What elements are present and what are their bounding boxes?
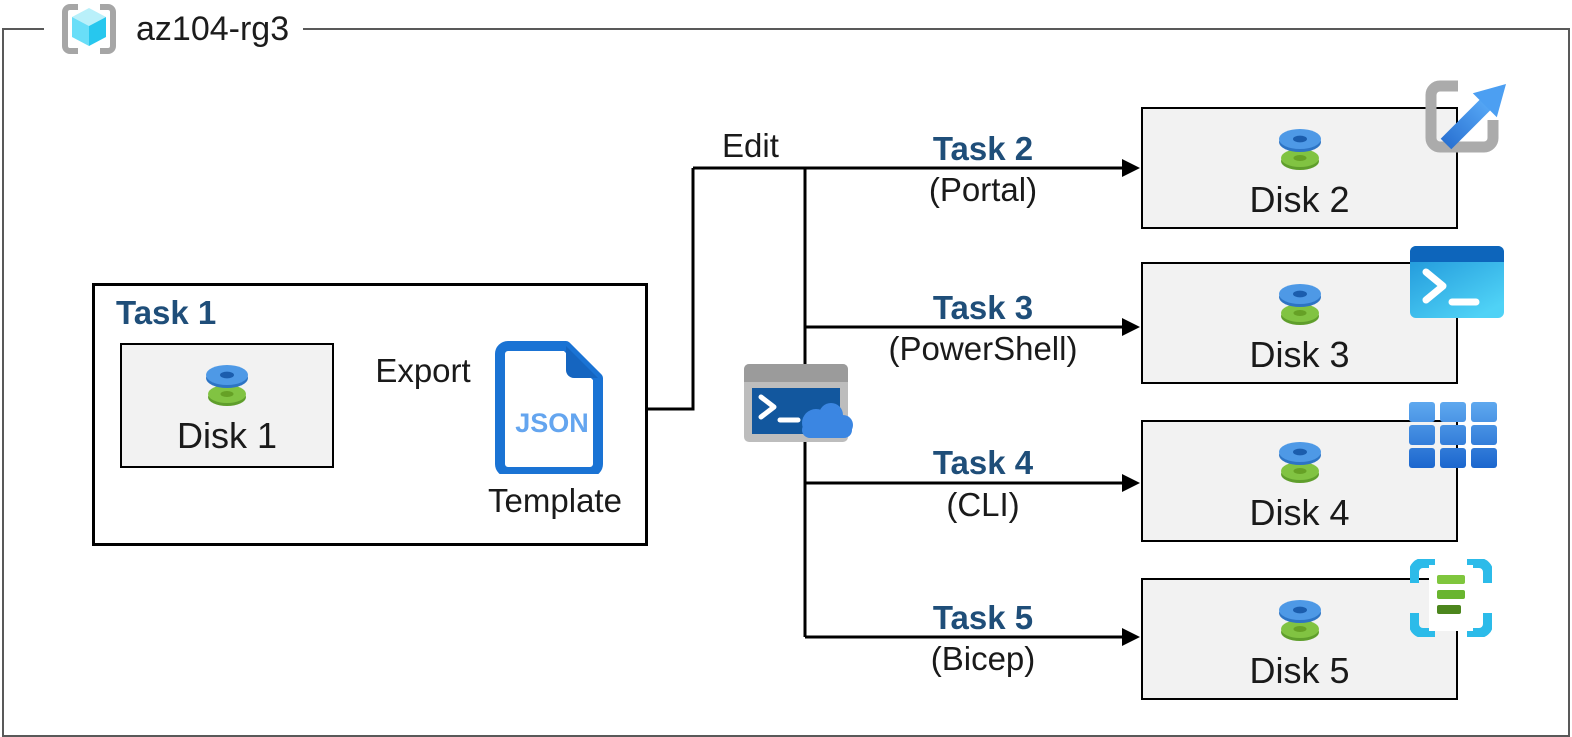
template-label: Template [488,482,622,519]
task3-title: Task 3 [932,289,1034,326]
resource-group-icon [62,4,116,54]
cloud-shell-icon [744,364,853,442]
disk-icon [1278,600,1321,641]
resource-group-boundary [2,28,1570,737]
cli-icon [1409,402,1497,468]
disk-icon [1278,442,1321,483]
task4-tool: (CLI) [946,486,1020,523]
task2-arrowhead [1122,159,1140,177]
json-template-icon: JSON [495,341,603,474]
disk5-box: Disk 5 [1141,578,1458,700]
disk4-box: Disk 4 [1141,420,1458,542]
disk-icon [206,365,248,406]
edit-label: Edit [722,127,779,164]
disk-icon [1278,129,1321,170]
task3-tool: (PowerShell) [888,330,1078,367]
task5-title: Task 5 [932,599,1034,636]
deploy-template-icon [1425,80,1506,153]
disk1-box: Disk 1 [120,343,334,468]
disk1-label: Disk 1 [176,415,278,456]
disk2-label: Disk 2 [1249,179,1350,220]
resource-group-name: az104-rg3 [136,9,290,48]
resource-group-header: az104-rg3 [44,0,304,58]
cloud-glyph [802,403,853,438]
task2-title: Task 2 [932,130,1034,167]
disk3-box: Disk 3 [1141,262,1458,384]
bicep-icon [1410,559,1492,637]
task5-arrowhead [1122,628,1140,646]
task4-title: Task 4 [932,444,1034,481]
task5-tool: (Bicep) [930,640,1036,677]
disk4-label: Disk 4 [1249,492,1350,533]
task1-title: Task 1 [116,294,217,331]
task2-tool: (Portal) [928,171,1038,208]
export-label: Export [375,352,471,389]
disk2-box: Disk 2 [1141,107,1458,229]
powershell-icon [1410,246,1504,318]
disk5-label: Disk 5 [1249,650,1350,691]
task3-arrowhead [1122,318,1140,336]
disk3-label: Disk 3 [1249,334,1350,375]
disk-icon [1278,284,1321,325]
task4-arrowhead [1122,474,1140,492]
json-badge-text: JSON [515,408,589,438]
